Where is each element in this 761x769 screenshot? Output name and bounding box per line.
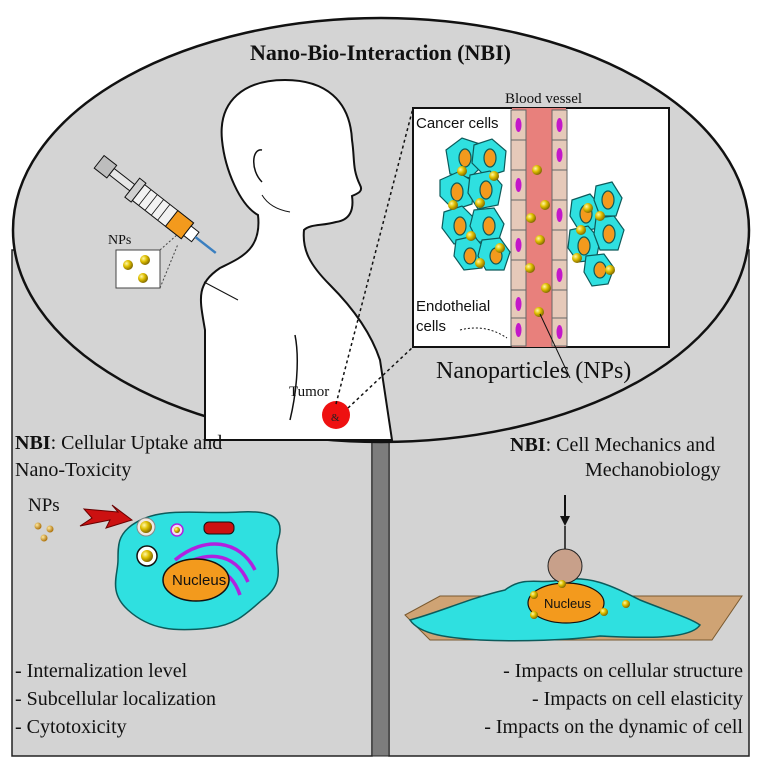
- nanoparticles-zoom: [448, 165, 615, 317]
- right-bullet-3: - Impacts on the dynamic of cell: [484, 716, 743, 738]
- tumor-label: Tumor: [289, 384, 330, 400]
- np-inset-3: [138, 273, 148, 283]
- body-contour: [261, 194, 291, 213]
- nanoparticles-label: Nanoparticles (NPs): [436, 358, 632, 384]
- np-inset-1: [123, 260, 133, 270]
- cancer-cells-label: Cancer cells: [416, 115, 499, 132]
- right-title-rest: : Cell Mechanics and: [545, 434, 715, 456]
- left-panel-title-line2: Nano-Toxicity: [15, 459, 132, 481]
- human-ear: [253, 149, 263, 183]
- np-pointer: [539, 313, 571, 379]
- human-silhouette: [199, 78, 394, 441]
- golgi-membrane: [173, 542, 257, 571]
- zoom-line-1: [335, 107, 414, 405]
- left-bullet-3: - Cytotoxicity: [15, 716, 127, 738]
- nps-inset-label: NPs: [108, 233, 132, 248]
- left-panel-title: NBI: Cellular Uptake and: [15, 432, 222, 455]
- nanoparticles-right: [530, 580, 630, 619]
- shoulder-line: [203, 281, 239, 301]
- nps-inset-box: [115, 249, 161, 289]
- mitochondrion: [203, 521, 235, 535]
- probe-bead: [547, 548, 583, 584]
- diagram-title: Nano-Bio-Interaction (NBI): [250, 40, 511, 65]
- nps-left-label: NPs: [28, 495, 60, 516]
- right-panel-title: NBI: Cell Mechanics and: [510, 434, 715, 457]
- right-bullet-2: - Impacts on cell elasticity: [531, 688, 743, 710]
- nucleus-left-label: Nucleus: [172, 572, 226, 589]
- left-title-nbi: NBI: [15, 432, 51, 454]
- endothelial-wall-right: [551, 109, 568, 347]
- cancer-cells-right: [567, 181, 625, 287]
- np-inset-2: [140, 255, 150, 265]
- arm-line: [289, 334, 299, 421]
- nucleus-left: [162, 558, 230, 602]
- center-divider: [371, 419, 390, 757]
- force-arrow-head: [560, 516, 570, 526]
- left-bullet-2: - Subcellular localization: [15, 688, 217, 710]
- svg-text:&: &: [331, 412, 340, 424]
- nps-left-dots: [34, 522, 54, 542]
- endothelial-label-line1: Endothelial: [416, 298, 491, 315]
- syringe: [93, 154, 217, 254]
- entry-arrow: [79, 504, 134, 529]
- right-title-nbi: NBI: [510, 434, 546, 456]
- nucleus-right-label: Nucleus: [544, 596, 591, 611]
- zoom-line-2: [347, 346, 414, 409]
- blood-vessel-label: Blood vessel: [505, 91, 583, 107]
- endothelial-label-line2: cells: [416, 318, 447, 335]
- endothelial-arrow: [459, 327, 508, 339]
- right-panel-title-line2: Mechanobiology: [585, 459, 721, 481]
- tumor: [322, 401, 350, 429]
- cancer-cells-left: [439, 137, 511, 271]
- left-title-rest: : Cellular Uptake and: [50, 432, 223, 454]
- left-bullet-1: - Internalization level: [15, 660, 188, 682]
- endothelial-wall-left: [510, 109, 527, 347]
- right-bullet-1: - Impacts on cellular structure: [503, 660, 743, 682]
